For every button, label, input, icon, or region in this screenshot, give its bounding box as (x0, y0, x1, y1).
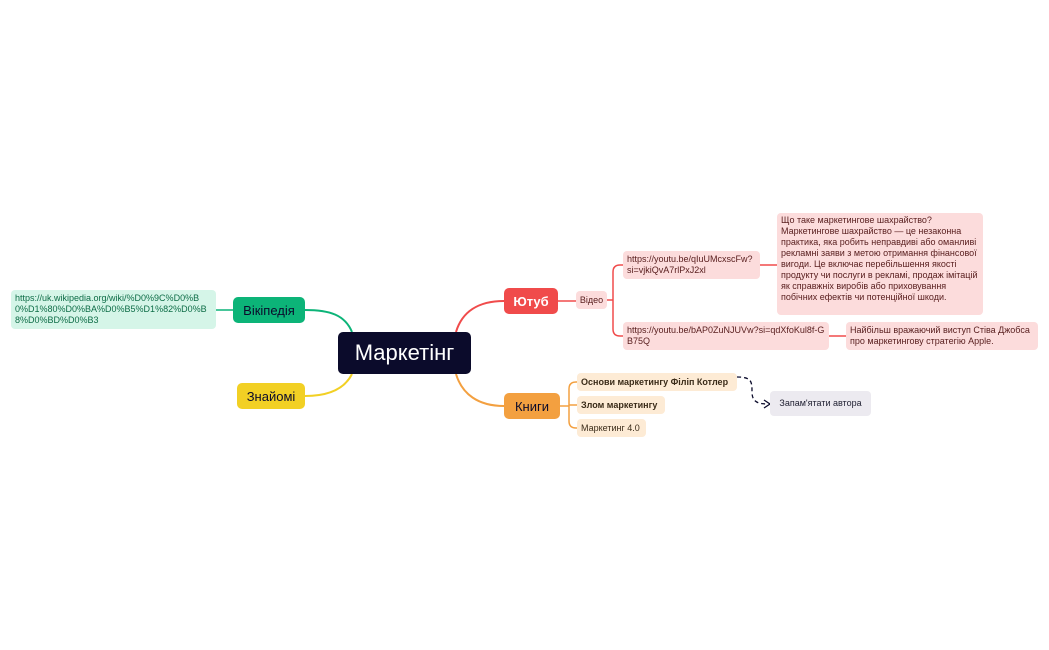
video-link-2-url: https://youtu.be/bAP0ZuNJUVw?si=qdXfoKul… (627, 325, 825, 346)
video-link-1-url: https://youtu.be/qIuUMcxscFw?si=vjkiQvA7… (627, 254, 753, 275)
book-item-2[interactable]: Злом маркетингу (577, 396, 665, 414)
video-note-2-text: Найбільш вражаючий виступ Стіва Джобса п… (850, 325, 1030, 346)
connector-root-wiki (304, 309, 353, 333)
connector-video-links (607, 264, 623, 337)
video-link-1[interactable]: https://youtu.be/qIuUMcxscFw?si=vjkiQvA7… (623, 251, 760, 279)
wiki-url-text: https://uk.wikipedia.org/wiki/%D0%9C%D0%… (15, 293, 207, 325)
wiki-url-link[interactable]: https://uk.wikipedia.org/wiki/%D0%9C%D0%… (11, 290, 216, 329)
branch-known-label: Знайомі (246, 388, 296, 404)
video-link-2[interactable]: https://youtu.be/bAP0ZuNJUVw?si=qdXfoKul… (623, 322, 829, 350)
branch-books-label: Книги (514, 398, 550, 414)
root-node[interactable]: Маркетінг (338, 332, 471, 374)
remember-author-text: Запам'ятати автора (779, 398, 862, 408)
book-item-3[interactable]: Маркетинг 4.0 (577, 419, 646, 437)
branch-wiki-label: Вікіпедія (243, 302, 295, 318)
video-note-1-text: Що таке маркетингове шахрайство? Маркети… (781, 215, 978, 302)
video-note-2[interactable]: Найбільш вражаючий виступ Стіва Джобса п… (846, 322, 1038, 350)
book-item-1[interactable]: Основи маркетингу Філіп Котлер (577, 373, 737, 391)
book-item-2-label: Злом маркетингу (581, 399, 658, 410)
remember-author-note[interactable]: Запам'ятати автора (770, 391, 871, 416)
connector-root-known (304, 373, 353, 397)
branch-youtube-label: Ютуб (513, 293, 549, 309)
connector-books-items (560, 381, 577, 429)
branch-known[interactable]: Знайомі (237, 383, 305, 409)
book-item-3-label: Маркетинг 4.0 (581, 422, 640, 433)
connector-root-books (455, 373, 505, 407)
video-label: Відео (579, 294, 604, 305)
relation-kotler-remember (736, 376, 769, 405)
branch-wiki[interactable]: Вікіпедія (233, 297, 305, 323)
connector-root-youtube (455, 300, 505, 333)
book-item-1-label: Основи маркетингу Філіп Котлер (581, 376, 729, 387)
video-note-1[interactable]: Що таке маркетингове шахрайство? Маркети… (777, 213, 983, 315)
video-node[interactable]: Відео (576, 291, 607, 309)
branch-books[interactable]: Книги (504, 393, 560, 419)
branch-youtube[interactable]: Ютуб (504, 288, 558, 314)
root-title: Маркетінг (354, 340, 455, 365)
